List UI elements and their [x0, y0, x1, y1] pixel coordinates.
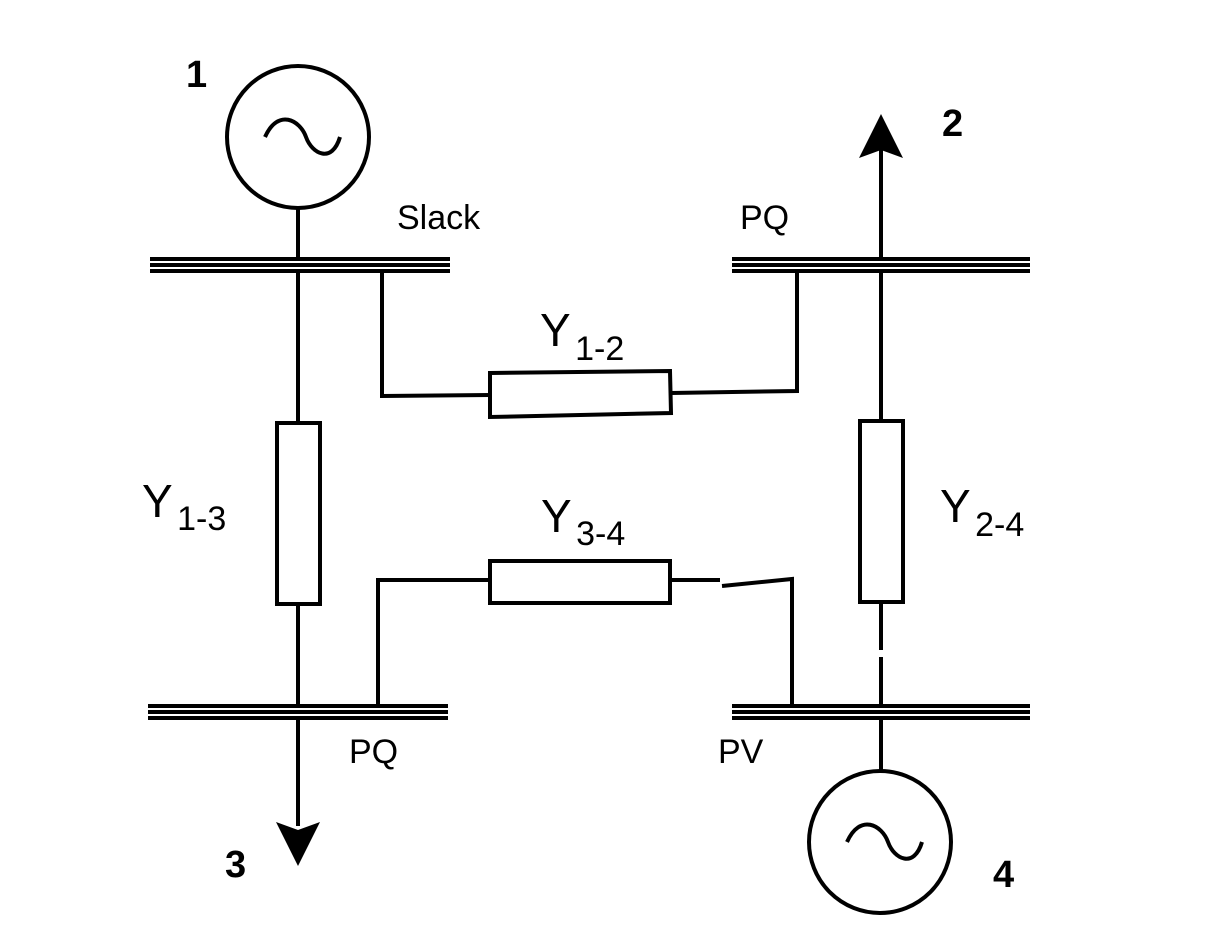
- generator-4-icon: [807, 769, 953, 915]
- bus-2-type: PQ: [740, 199, 789, 237]
- bus-2-number: 2: [942, 103, 963, 145]
- admittance-3-4-label: Y 3-4: [541, 490, 625, 553]
- bus-1-type: Slack: [397, 199, 481, 237]
- line-1-2: [380, 271, 799, 420]
- bus-1-number: 1: [186, 54, 207, 96]
- admittance-2-4-subscript: 2-4: [975, 506, 1024, 544]
- bus-4-number: 4: [993, 854, 1014, 896]
- admittance-1-2-label: Y 1-2: [540, 304, 624, 368]
- bus-4-bar: [732, 704, 1030, 720]
- admittance-1-3-symbol: Y: [142, 475, 173, 527]
- admittance-1-2-subscript: 1-2: [575, 330, 624, 368]
- bus-3-type: PQ: [349, 733, 398, 771]
- bus-3-number: 3: [225, 844, 246, 886]
- admittance-2-4-label: Y 2-4: [940, 480, 1024, 544]
- admittance-2-4-symbol: Y: [940, 480, 971, 532]
- bus-2-bar: [732, 257, 1030, 273]
- admittance-3-4-symbol: Y: [541, 490, 572, 542]
- load-2-arrow-icon: [859, 114, 903, 259]
- line-1-3: [275, 271, 322, 706]
- bus-3-bar: [148, 704, 448, 720]
- admittance-3-4-subscript: 3-4: [576, 515, 625, 553]
- bus-4-type: PV: [718, 733, 764, 771]
- line-2-4: [858, 271, 905, 706]
- admittance-1-3-label: Y 1-3: [142, 475, 226, 538]
- line-3-4: [376, 559, 794, 706]
- load-3-arrow-icon: [276, 718, 320, 866]
- admittance-1-2-symbol: Y: [540, 304, 571, 356]
- generator-1-icon: [225, 64, 371, 210]
- bus-1-bar: [150, 257, 450, 273]
- admittance-1-3-subscript: 1-3: [177, 500, 226, 538]
